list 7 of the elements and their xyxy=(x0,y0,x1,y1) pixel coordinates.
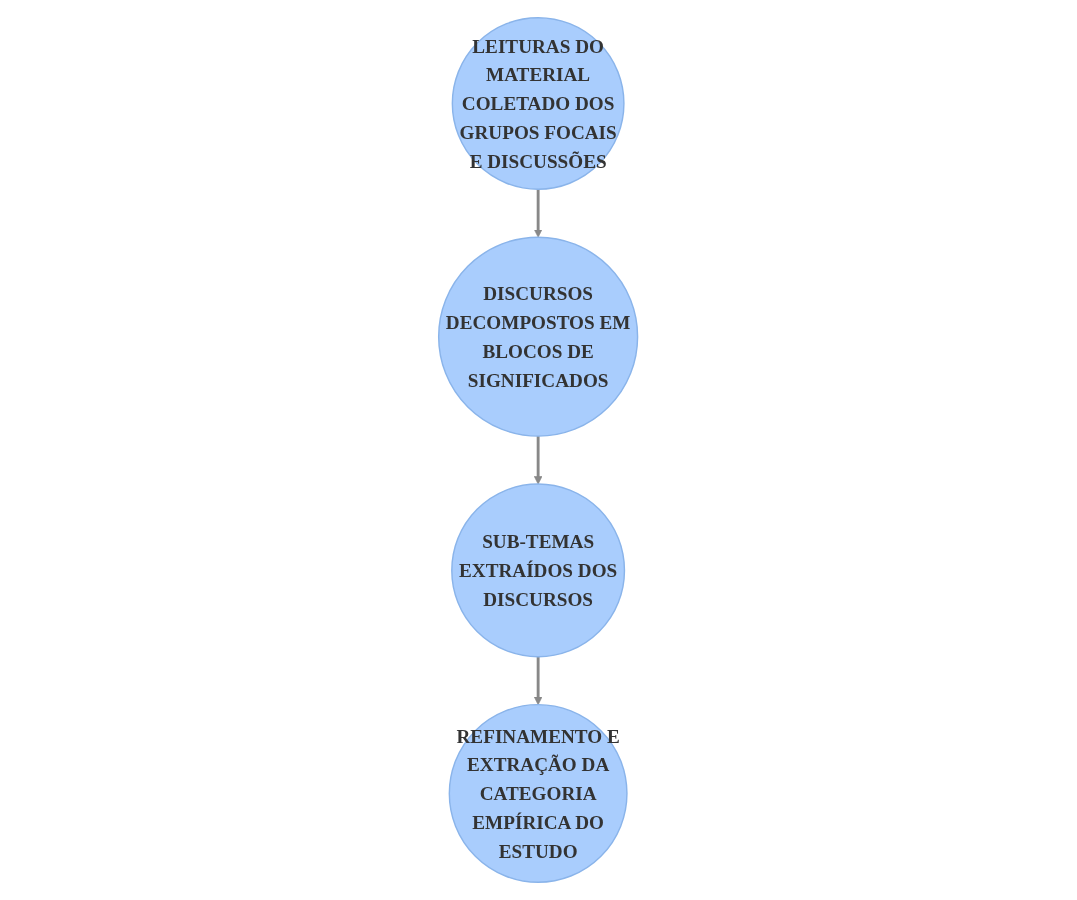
node-circle: REFINAMENTO E EXTRAÇÃO DA CATEGORIA EMPÍRICA DO ESTUDO xyxy=(448,703,628,883)
node-circle: DISCURSOS DECOMPOSTOS EM BLOCOS DE SIGNIFICADOS xyxy=(438,236,639,437)
node-circle: SUB-TEMAS EXTRAÍDOS DOS DISCURSOS xyxy=(451,483,626,658)
arrow xyxy=(534,656,543,706)
arrow xyxy=(534,189,543,238)
arrow xyxy=(534,436,543,485)
node-circle: LEITURAS DO MATERIAL COLETADO DOS GRUPOS FOCAIS E DISCUSSÕES xyxy=(452,17,625,190)
